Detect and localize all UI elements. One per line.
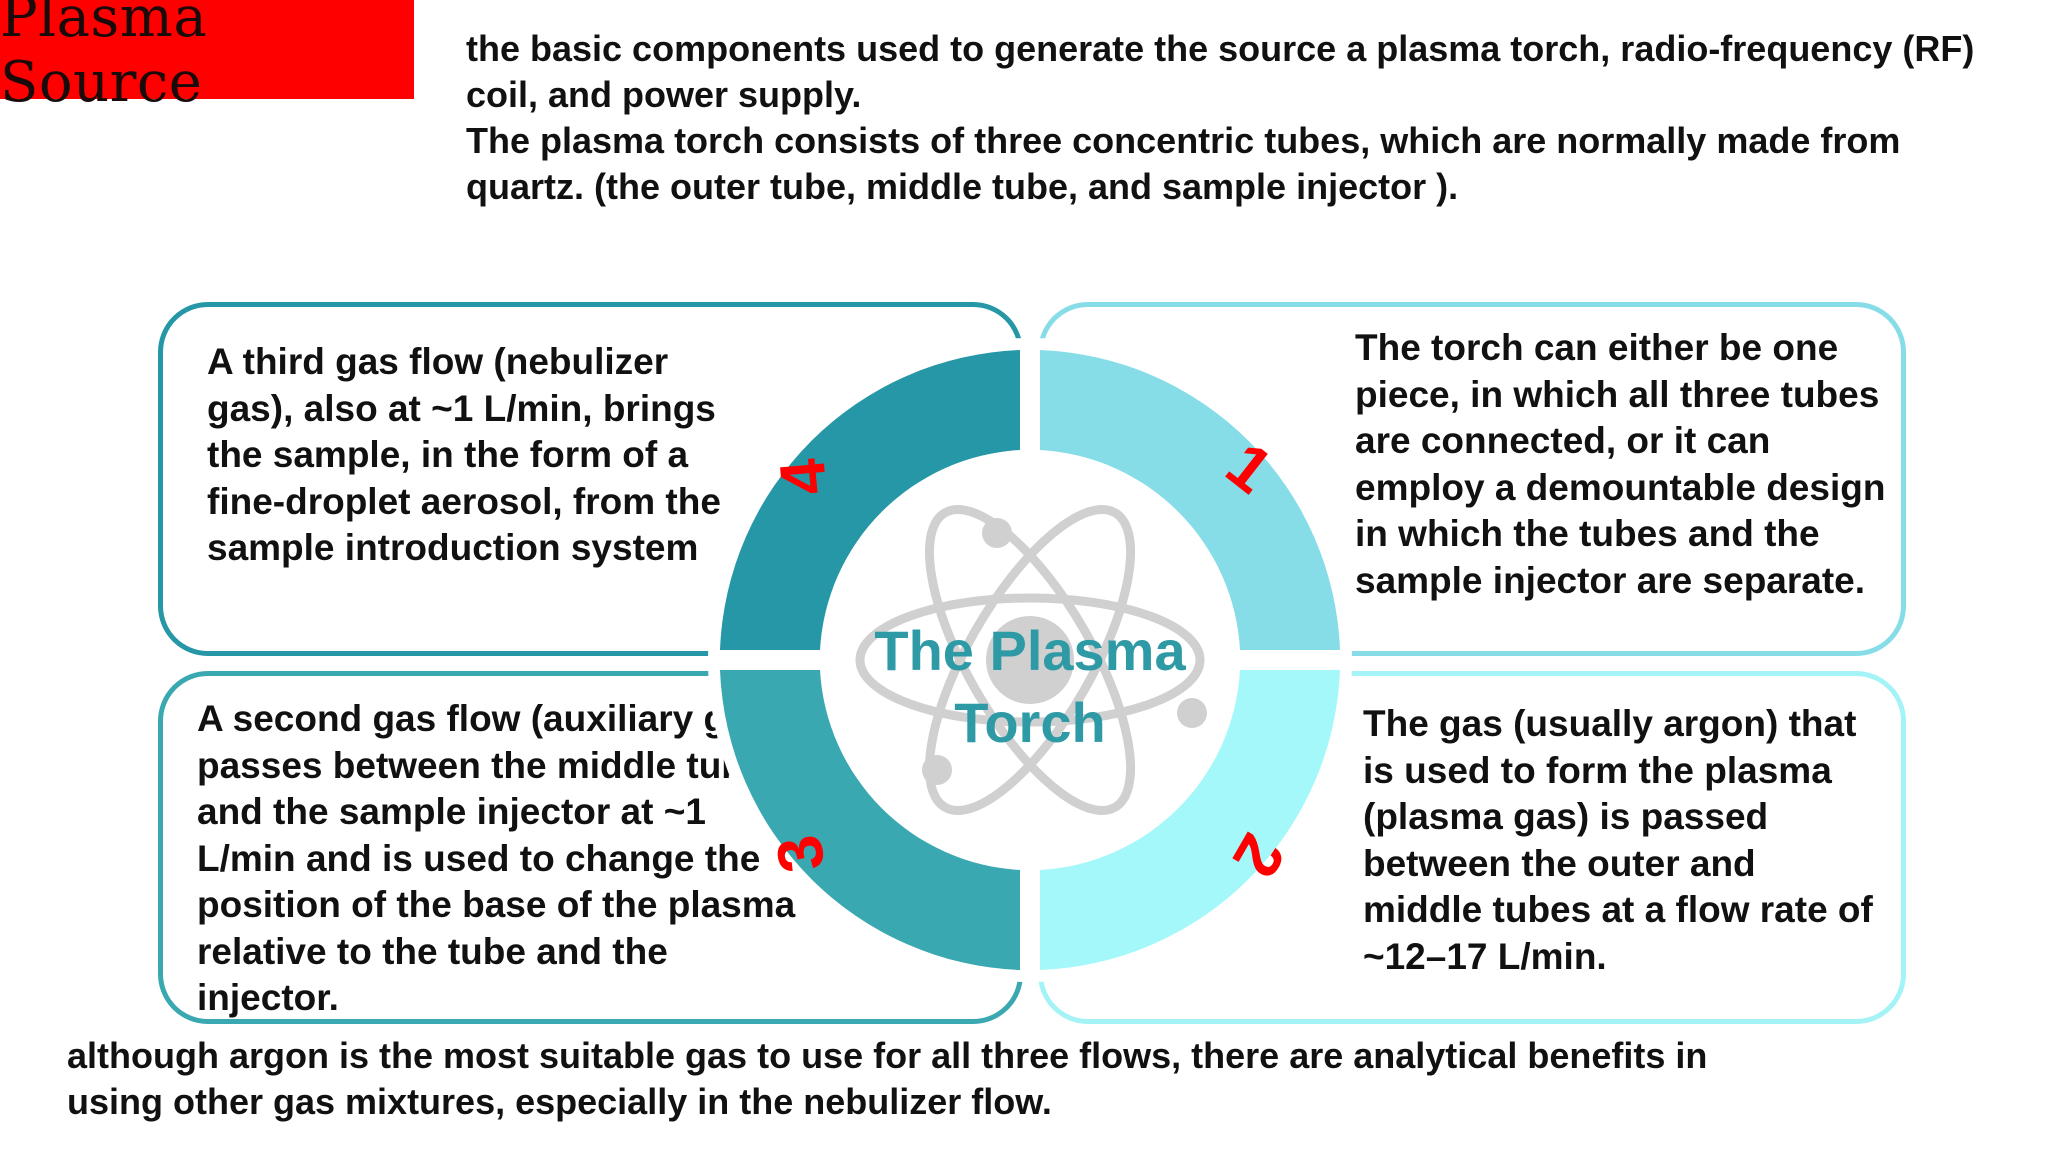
- center-title-line-2: Torch: [954, 691, 1105, 754]
- atom-electron-2: [1177, 698, 1207, 728]
- atom-orbit-1: [855, 593, 1205, 727]
- atom-icon: [855, 505, 1207, 815]
- segment-2-text: The gas (usually argon) that is used to …: [1363, 703, 1873, 977]
- ring-segment-2: [1040, 670, 1340, 970]
- segment-4-text: A third gas flow (nebulizer gas), also a…: [207, 341, 721, 568]
- intro-line-2: The plasma torch consists of three conce…: [466, 120, 1901, 207]
- atom-orbit-2: [924, 505, 1136, 815]
- ring-segment-1: [1040, 350, 1340, 650]
- segment-1-text: The torch can either be one piece, in wh…: [1355, 327, 1886, 601]
- atom-electron-1: [982, 518, 1012, 548]
- segment-4-number: 4: [766, 456, 841, 498]
- page-title: Plasma Source: [0, 0, 208, 115]
- atom-nucleus: [986, 616, 1074, 704]
- footer-line: although argon is the most suitable gas …: [67, 1035, 1708, 1122]
- atom-orbit-3: [924, 505, 1136, 815]
- segment-3-text: A second gas flow (auxiliary gas) passes…: [197, 698, 796, 1018]
- ring-segment-3: [720, 670, 1020, 970]
- ring-segment-4: [720, 350, 1020, 650]
- footer-text: although argon is the most suitable gas …: [67, 1033, 1767, 1125]
- intro-text: the basic components used to generate th…: [466, 26, 2026, 210]
- intro-line-1: the basic components used to generate th…: [466, 28, 1975, 115]
- center-title-line-1: The Plasma: [874, 619, 1186, 682]
- atom-electron-3: [922, 755, 952, 785]
- title-box: Plasma Source: [0, 0, 414, 115]
